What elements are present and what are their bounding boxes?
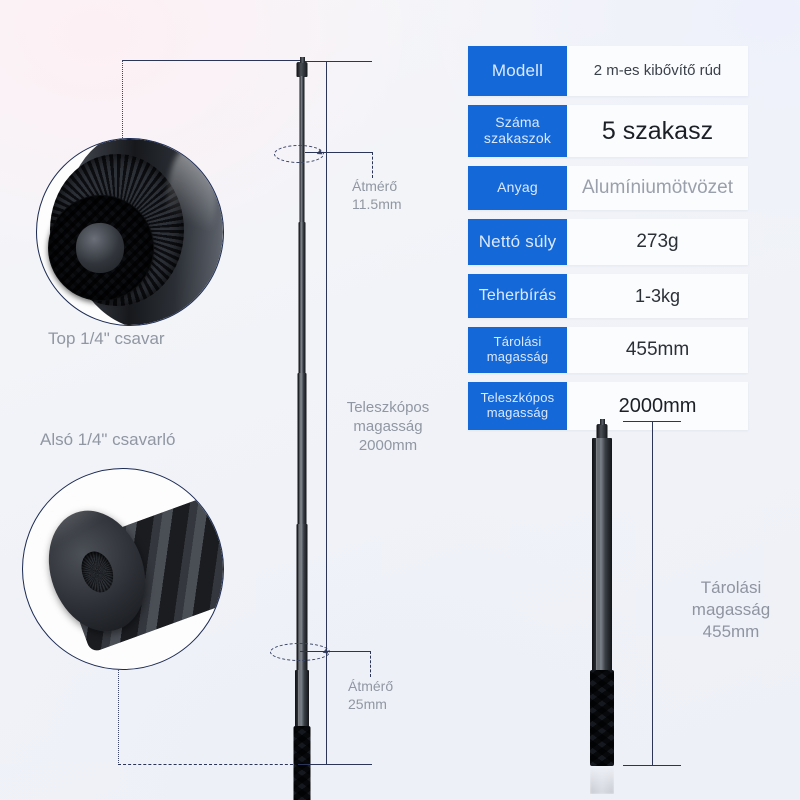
callout-top-image	[37, 139, 223, 325]
pole-collapsed-tip-screw-icon	[596, 424, 608, 439]
leader-line-top-horizontal	[122, 60, 305, 61]
dimension-tick-storage-bottom	[623, 765, 681, 767]
spec-label-material: Anyag	[468, 166, 567, 210]
leader-line-bottom-vertical	[118, 652, 119, 765]
highlight-shape	[167, 146, 216, 255]
pole-collapsed	[588, 424, 616, 794]
dimension-tick-top	[305, 61, 372, 63]
pole-section-5	[295, 670, 309, 732]
highlight-shape	[23, 469, 131, 553]
dimension-line-telescopic	[326, 61, 328, 765]
spec-label-storage-height: Tárolási magasság	[468, 327, 567, 373]
spec-label-model: Modell	[468, 46, 567, 96]
leader-line-top-vertical	[122, 60, 123, 148]
dimension-leader-diameter-top	[372, 152, 373, 178]
callout-top-screw-photo	[36, 138, 224, 326]
spec-row-load-capacity: Teherbírás 1-3kg	[468, 274, 748, 318]
spec-table: Modell 2 m-es kibővítő rúd Száma szakasz…	[468, 46, 748, 439]
leader-line-bottom-horizontal	[118, 764, 298, 765]
dimension-branch-diameter-top	[305, 152, 372, 154]
pole-collapsed-reflection	[590, 766, 614, 794]
rotation-indicator-top	[274, 145, 324, 163]
spec-row-material: Anyag Alumíniumötvözet	[468, 166, 748, 210]
threaded-socket-icon	[76, 547, 119, 598]
spec-row-telescopic-height: Teleszkópos magasság 2000mm	[468, 382, 748, 430]
label-storage-height: Tárolási magasság 455mm	[691, 578, 771, 641]
spec-row-model: Modell 2 m-es kibővítő rúd	[468, 46, 748, 96]
dimension-tick-bottom	[298, 764, 372, 766]
spec-value-storage-height: 455mm	[625, 339, 690, 361]
dimension-line-storage	[652, 421, 654, 766]
spec-row-storage-height: Tárolási magasság 455mm	[468, 327, 748, 373]
pole-section-2	[298, 222, 306, 377]
callout-bottom-screw-photo	[22, 468, 224, 670]
spec-label-sections: Száma szakaszok	[468, 105, 567, 157]
label-diameter-top: Átmérő 11.5mm	[352, 178, 402, 212]
spec-value-net-weight: 273g	[636, 231, 679, 253]
pole-collapsed-foam-grip	[590, 670, 614, 766]
screw-post-shape	[76, 222, 125, 273]
pole-tip-screw-icon	[296, 62, 308, 77]
callout-label-bottom-screw: Alsó 1/4" csavarló	[40, 430, 176, 449]
spec-label-telescopic-height: Teleszkópos magasság	[468, 382, 567, 430]
spec-value-material: Alumíniumötvözet	[581, 177, 733, 199]
dimension-leader-diameter-bottom	[370, 651, 371, 677]
knurled-screw-icon	[48, 194, 155, 301]
spec-value-load-capacity: 1-3kg	[634, 285, 681, 306]
spec-label-net-weight: Nettó súly	[468, 219, 567, 265]
pole-foam-grip	[293, 726, 311, 800]
spec-value-model: 2 m-es kibővítő rúd	[593, 62, 722, 80]
spec-row-net-weight: Nettó súly 273g	[468, 219, 748, 265]
dimension-branch-diameter-bottom	[300, 651, 370, 653]
pole-collapsed-body	[592, 438, 612, 674]
spec-value-sections: 5 szakasz	[601, 116, 714, 145]
spec-value-telescopic-height: 2000mm	[618, 394, 697, 417]
label-diameter-bottom: Átmérő 25mm	[348, 678, 394, 712]
label-telescopic-height: Teleszkópos magasság 2000mm	[346, 399, 430, 455]
callout-bottom-image	[23, 469, 223, 669]
callout-label-top-screw: Top 1/4" csavar	[48, 329, 165, 348]
spec-label-load-capacity: Teherbírás	[468, 274, 567, 318]
spec-row-sections: Száma szakaszok 5 szakasz	[468, 105, 748, 157]
pole-section-4	[296, 524, 308, 674]
pole-section-3	[297, 373, 307, 528]
